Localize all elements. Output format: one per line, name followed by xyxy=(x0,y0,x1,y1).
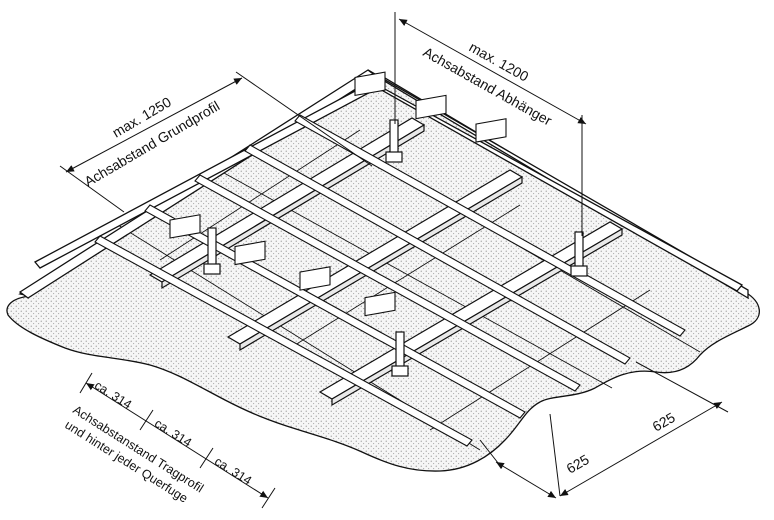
hangers xyxy=(203,119,588,377)
ceiling-board-layer xyxy=(6,74,760,472)
hanger-3 xyxy=(570,231,588,277)
dim-support-value-3: ca. 314 xyxy=(212,454,254,488)
hanger-2 xyxy=(203,227,221,275)
hanger-4 xyxy=(391,331,409,377)
hanger-1 xyxy=(385,119,403,163)
support-profiles xyxy=(94,114,686,447)
dim-board-length: 625 xyxy=(564,451,592,477)
dim-support-value-1: ca. 314 xyxy=(92,378,134,412)
dim-support-value-2: ca. 314 xyxy=(152,416,194,450)
dim-board-width: 625 xyxy=(650,409,678,435)
